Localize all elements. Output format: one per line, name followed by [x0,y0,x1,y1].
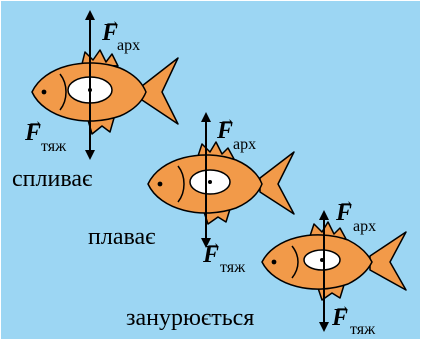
force-subscript: арх [233,136,256,153]
pupil-dot [208,180,212,184]
force-subscript: арх [117,37,140,54]
svg-text:→: → [205,235,221,252]
force-subscript: тяж [350,321,376,338]
state-label-sinking: занурюється [126,305,254,331]
svg-text:→: → [334,298,350,315]
state-label-floating: плаває [88,224,155,250]
fish-eye-dot [42,90,47,95]
svg-text:→: → [338,193,354,210]
fish-eye-dot [158,182,163,187]
svg-text:→: → [104,13,120,30]
force-subscript: тяж [220,259,246,276]
state-label-rising: спливає [12,166,92,192]
svg-text:→: → [27,113,43,130]
force-subscript: тяж [41,138,67,155]
force-subscript: арх [353,218,376,235]
svg-text:→: → [219,111,235,128]
fish-eye-dot [272,260,277,265]
